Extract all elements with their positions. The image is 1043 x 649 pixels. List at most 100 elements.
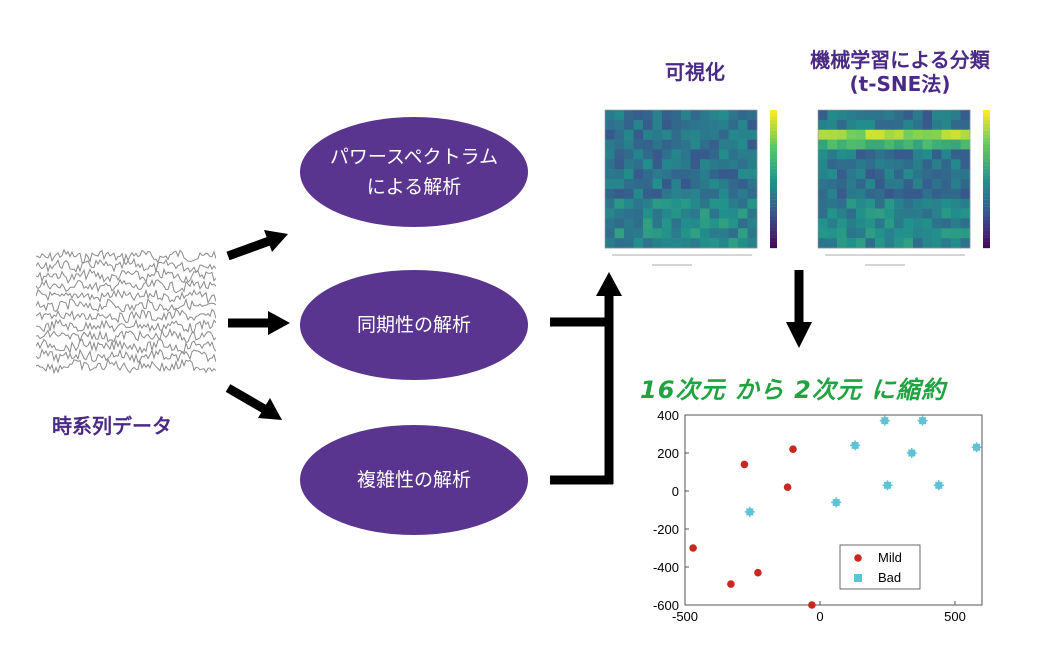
x-tick-label: 500 [944,609,966,624]
heatmap-cell [837,159,847,170]
heatmap-cell [719,159,729,170]
colorbar-segment [770,182,777,187]
heatmap-cell [624,119,634,131]
heatmap-cell [818,119,828,131]
heatmap-cell [747,238,758,249]
colorbar-segment [983,220,990,224]
heatmap-cell [614,119,625,131]
heatmap-cell [894,149,904,160]
heatmap-cell [865,188,876,200]
heatmap-cell [605,188,615,200]
colorbar-segment [770,168,777,173]
heatmap-cell [884,228,895,239]
colorbar-segment [770,216,777,221]
heatmap-cell [960,129,971,140]
heatmap-cell [875,198,885,209]
heatmap-cell [700,129,710,140]
heatmap-cell [690,139,701,150]
heatmap-cell [738,188,748,200]
heatmap-cell [652,228,663,239]
heatmap-cell [614,169,625,180]
heatmap-cell [922,110,933,121]
heatmap-cell [960,228,971,239]
heatmap-cell [738,159,748,170]
bad-point-cross [906,448,917,458]
heatmap-cell [827,119,838,131]
heatmap-cell [709,119,720,131]
heatmap-cell [903,198,914,209]
heatmap-cell [624,188,634,200]
heatmap-cell [913,188,923,200]
colorbar-segment [770,234,777,238]
heatmap-cell [624,110,634,121]
heatmap-cell [747,129,758,140]
heatmap-cell [884,208,895,219]
eeg-trace [36,318,216,334]
heatmap-cell [875,238,885,249]
colorbar-segment [770,237,777,242]
heatmap-cell [652,110,663,121]
colorbar-segment [983,237,990,242]
heatmap-cell [747,119,758,131]
heatmap-cell [865,129,876,140]
heatmap-cell [941,129,952,140]
heatmap-cell [681,129,691,140]
heatmap-cell [652,179,663,190]
heatmap-cell [614,188,625,200]
heatmap-cell [662,110,672,121]
heatmap-cell [960,218,971,229]
heatmap-cell [614,110,625,121]
colorbar-segment [983,244,990,249]
colorbar-segment [770,210,777,214]
heatmap-cell [818,218,828,229]
heatmap-cell [922,129,933,140]
heatmap-cell [709,208,720,219]
heatmap-cell [728,149,739,160]
heatmap-cell [643,238,653,249]
heatmap-cell [738,179,748,190]
bad-point-cross [882,480,893,491]
heatmap-cell [856,188,866,200]
heatmap-cell [671,198,682,209]
heatmap-cell [690,149,701,160]
heatmap-cell [932,228,942,239]
heatmap-cell [652,188,663,200]
heatmap-cell [913,238,923,249]
heatmap-cell [922,149,933,160]
heatmap-cell [633,179,644,190]
heatmap-cell [875,129,885,140]
heatmap-cell [709,110,720,121]
heatmap-cell [903,228,914,239]
heatmap-cell [846,208,857,219]
heatmap-cell [875,149,885,160]
heatmap-cell [960,188,971,200]
heatmap-cell [719,110,729,121]
heatmap-cell [903,159,914,170]
heatmap-cell [837,169,847,180]
heatmap-cell [728,228,739,239]
heatmap-cell [747,179,758,190]
heatmap-cell [856,169,866,180]
heatmap-cell [951,198,961,209]
colorbar-segment [983,213,990,218]
colorbar-segment [770,189,777,193]
colorbar-segment [770,185,777,190]
colorbar-segment [770,241,777,245]
heatmap-cell [818,179,828,190]
heatmap-cell [700,228,710,239]
eeg-trace [36,267,216,284]
colorbar-segment [983,192,990,197]
colorbar-segment [770,192,777,197]
heatmap-cell [884,129,895,140]
heatmap-cell [884,198,895,209]
heatmap-cell [846,129,857,140]
heatmap-cell [709,179,720,190]
colorbar-segment [770,130,777,135]
heatmap-cell [605,110,615,121]
heatmap-cell [624,139,634,150]
arrow-up-icon [596,272,622,296]
heatmap-cell [818,139,828,150]
heatmap-cell [941,218,952,229]
colorbar-segment [770,199,777,204]
